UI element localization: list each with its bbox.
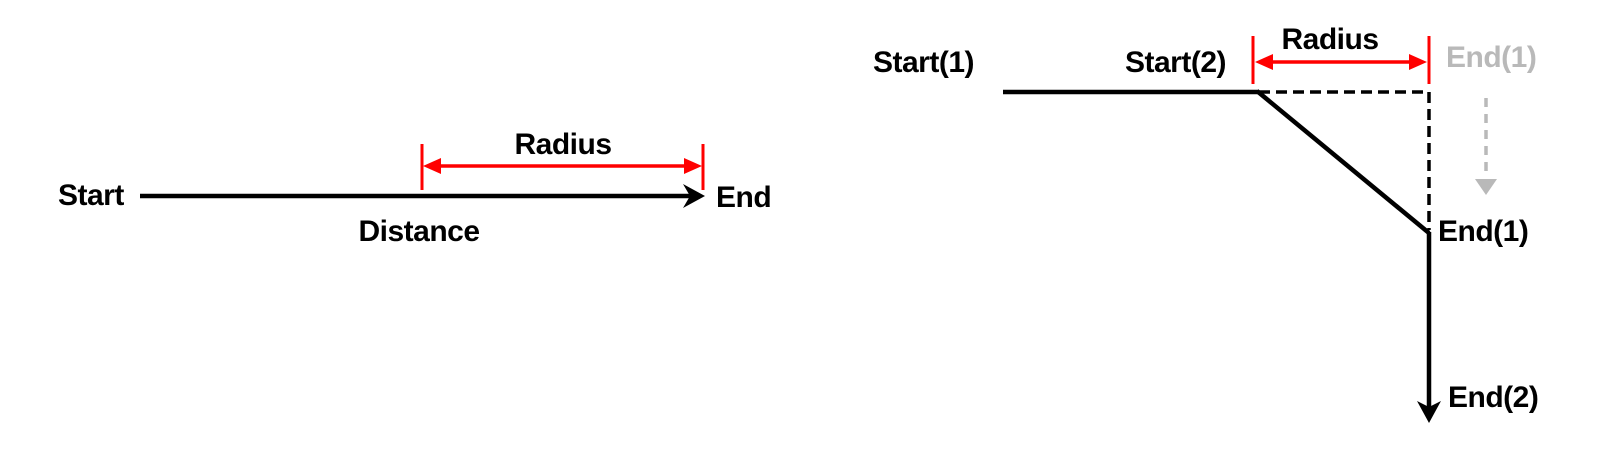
right-end2-arrowhead-icon <box>1417 401 1441 423</box>
left-radius-arrowhead-right-icon <box>684 158 702 174</box>
right-end1-label: End(1) <box>1438 215 1529 248</box>
left-end-label: End <box>716 181 772 214</box>
right-radius-arrowhead-right-icon <box>1409 54 1427 70</box>
left-start-label: Start <box>58 179 124 212</box>
left-radius-label: Radius <box>514 128 612 161</box>
left-distance-label: Distance <box>358 215 480 248</box>
right-end2-label: End(2) <box>1448 381 1539 414</box>
right-radius-arrowhead-left-icon <box>1255 54 1273 70</box>
right-diagram <box>1003 36 1497 423</box>
right-start2-label: Start(2) <box>1125 46 1227 79</box>
left-diagram <box>140 144 705 208</box>
left-distance-arrowhead-icon <box>683 184 705 208</box>
left-radius-arrowhead-left-icon <box>423 158 441 174</box>
right-radius-label: Radius <box>1281 23 1379 56</box>
right-start1-label: Start(1) <box>873 46 975 79</box>
right-path-diagonal-line <box>1255 89 1431 235</box>
right-ghost-drop-arrowhead-icon <box>1475 179 1497 195</box>
right-end1-ghost-label: End(1) <box>1446 41 1537 74</box>
